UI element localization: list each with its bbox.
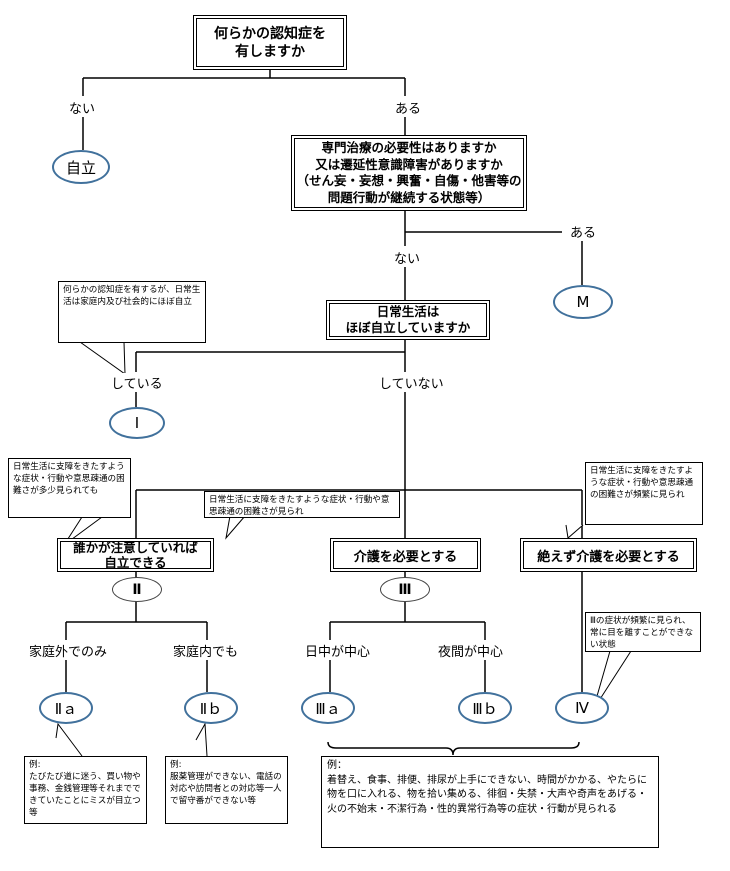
note-level-4: 日常生活に支障をきたすような症状・行動や意思疎通の困難さが頻繁に見られ [585,462,703,525]
branch-yes2-label: ある [569,222,598,241]
result-2a-label: Ⅱａ [54,699,78,718]
result-2b-label: Ⅱｂ [199,699,223,718]
note-level-1: 何らかの認知症を有するが、日常生活は家庭内及び社会的にほぼ自立 [58,281,206,343]
level-3-ellipse: Ⅲ [380,577,430,602]
q-daily-life-box: 日常生活は ほぼ自立していますか [326,300,490,340]
result-m-label: M [576,293,590,311]
result-1-ellipse: Ⅰ [109,407,165,439]
level-2-ellipse: Ⅱ [112,577,162,602]
example-2a-label: 例: [29,760,41,770]
example-3-label: 例： [327,760,347,771]
branch-outside-label: 家庭外でのみ [28,641,109,660]
result-4-ellipse: Ⅳ [555,692,609,724]
level-3-label: Ⅲ [398,581,412,598]
branch-no-label: ない [68,98,97,117]
note-level-2: 日常生活に支障をきたすような症状・行動や意思疎通の困難さが多少見られても [8,458,131,518]
example-2b: 例: 服薬管理ができない、電話の対応や訪問者との対応等一人で留守番ができない等 [165,756,288,824]
q-treatment-box: 専門治療の必要性はありますか 又は遷延性意識障害がありますか （せん妄・妄想・興… [291,135,527,211]
branch-no2-label: ない [393,248,422,267]
note-level-4-detail: Ⅲの症状が頻繁に見られ、常に目を離すことができない状態 [585,612,701,652]
branch-night-label: 夜間が中心 [437,641,505,660]
example-2b-text: 服薬管理ができない、電話の対応や訪問者との対応等一人で留守番ができない等 [170,772,282,806]
note-level-3-text: 日常生活に支障をきたすような症状・行動や意思疎通の困難さが見られ [209,495,390,517]
branch-day-label: 日中が中心 [304,641,372,660]
box-level-2: 誰かが注意していれば 自立できる [57,538,214,572]
result-1-label: Ⅰ [134,414,140,432]
q-has-dementia-box: 何らかの認知症を 有しますか [193,15,347,70]
example-2a-text: たびたび道に迷う、買い物や事務、金銭管理等それまでできていたことにミスが目立つ等 [29,772,141,818]
result-3b-ellipse: Ⅲｂ [458,692,512,724]
result-m-ellipse: M [553,285,613,319]
result-4-label: Ⅳ [575,699,589,717]
result-jiritsu-ellipse: 自立 [52,150,110,184]
result-2a-ellipse: Ⅱａ [39,692,93,724]
result-2b-ellipse: Ⅱｂ [184,692,238,724]
note-level-2-text: 日常生活に支障をきたすような症状・行動や意思疎通の困難さが多少見られても [13,462,125,496]
note-level-4-text: 日常生活に支障をきたすような症状・行動や意思疎通の困難さが頻繁に見られ [590,466,694,500]
note-level-3: 日常生活に支障をきたすような症状・行動や意思疎通の困難さが見られ [204,491,400,518]
result-3b-label: Ⅲｂ [472,699,498,718]
result-3a-label: Ⅲａ [315,699,341,718]
example-3-text: 着替え、食事、排便、排尿が上手にできない、時間がかかる、やたらに物を口に入れる、… [327,774,647,815]
example-2a: 例: たびたび道に迷う、買い物や事務、金銭管理等それまでできていたことにミスが目… [24,756,147,824]
example-3: 例： 着替え、食事、排便、排尿が上手にできない、時間がかかる、やたらに物を口に入… [321,756,659,848]
example-2b-label: 例: [170,760,182,770]
branch-doing-label: している [110,373,164,392]
branch-inside-label: 家庭内でも [172,641,240,660]
result-3a-ellipse: Ⅲａ [301,692,355,724]
note-level-4-detail-text: Ⅲの症状が頻繁に見られ、常に目を離すことができない状態 [590,616,694,650]
branch-yes-label: ある [394,98,423,117]
box-level-4: 絶えず介護を必要とする [520,538,697,572]
note-level-1-text: 何らかの認知症を有するが、日常生活は家庭内及び社会的にほぼ自立 [63,285,201,307]
result-jiritsu-label: 自立 [65,158,96,177]
box-level-3: 介護を必要とする [330,538,481,572]
level-2-label: Ⅱ [132,581,142,598]
branch-not-doing-label: していない [378,373,445,392]
